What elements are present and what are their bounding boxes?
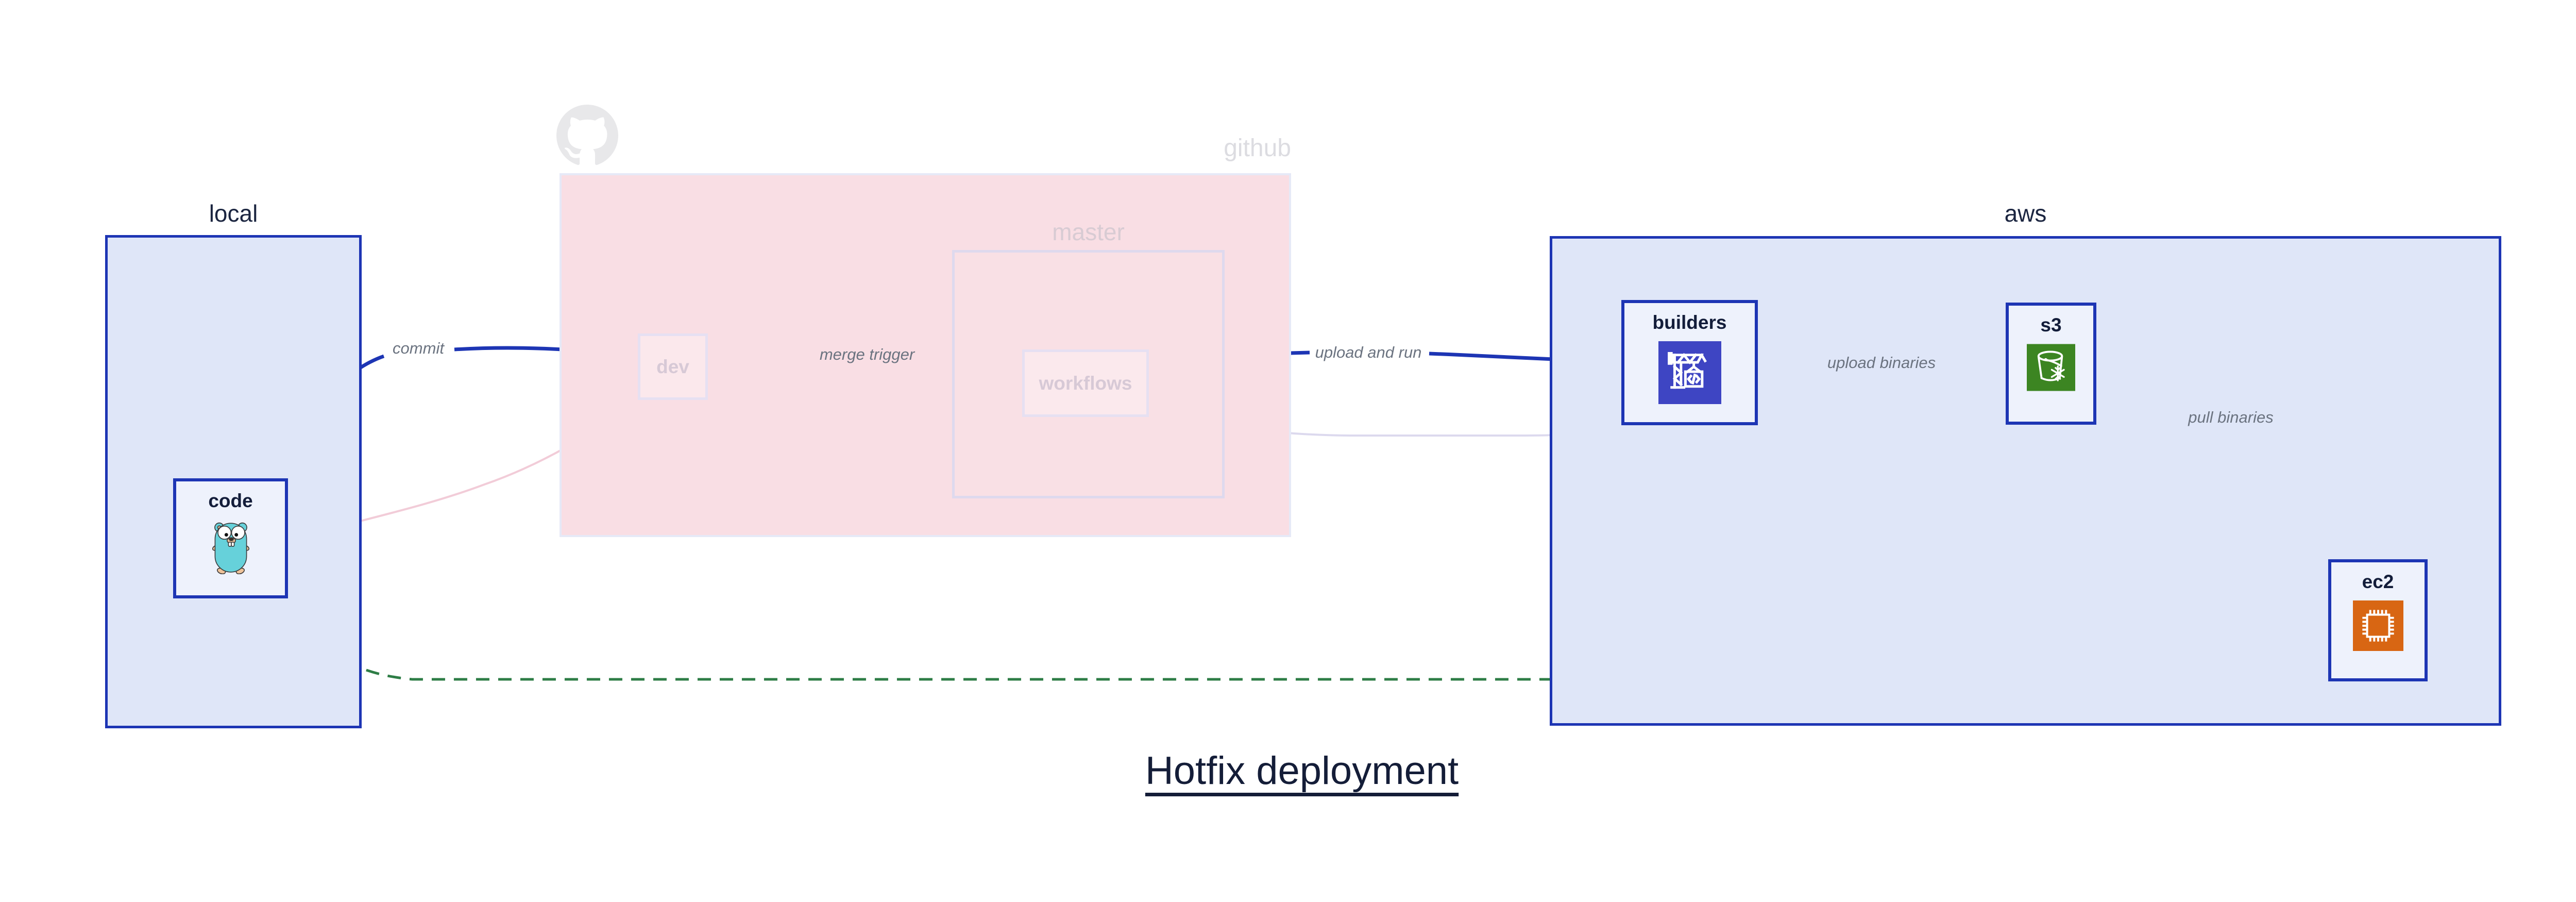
region-label-aws: aws [2004,200,2047,227]
edge-label-merge-trigger: merge trigger [816,344,918,365]
edge-label-commit: commit [389,338,447,359]
edge-label-pull-binaries: pull binaries [2185,407,2277,428]
node-label-workflows: workflows [1039,372,1132,394]
node-label-builders: builders [1652,312,1727,333]
branch-label-master: master [1052,219,1125,245]
node-label-ec2: ec2 [2362,571,2394,592]
github-octocat-icon [556,105,618,166]
edge-label-upload-and-run: upload and run [1312,342,1425,363]
node-builders: builders [1621,300,1758,425]
s3-glacier-bucket-icon [2027,344,2075,394]
region-label-github: github [1224,135,1291,162]
edge-label-upload-binaries: upload binaries [1824,353,1939,373]
ec2-chip-icon [2352,600,2403,654]
node-ec2: ec2 [2328,559,2428,681]
go-gopher-icon [212,520,249,577]
region-label-local: local [209,200,258,227]
region-github [560,173,1291,537]
node-workflows: workflows [1022,349,1149,417]
node-label-s3: s3 [2040,314,2062,336]
branch-box-master [952,250,1225,498]
node-s3: s3 [2006,303,2096,425]
node-code: code [173,478,288,598]
diagram-title: Hotfix deployment [1145,749,1459,793]
node-label-code: code [208,490,253,511]
node-dev: dev [638,333,708,400]
codebuild-crane-icon [1658,341,1721,407]
node-label-dev: dev [656,356,689,377]
